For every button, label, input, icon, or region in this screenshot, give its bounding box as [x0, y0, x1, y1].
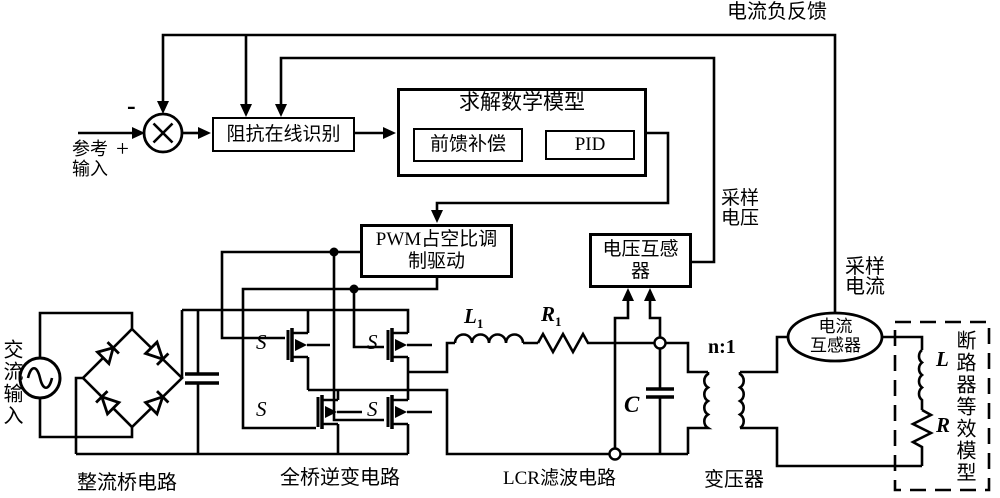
- ac-input-label: 交流输入: [0, 339, 22, 427]
- breaker-model-label: 断路器等效模型: [953, 330, 975, 484]
- impedance-identification-block: 阻抗在线识别: [212, 117, 355, 152]
- plus-sign: +: [116, 136, 129, 161]
- mosfet-s4: [386, 372, 432, 454]
- pid-block: PID: [545, 130, 635, 160]
- current-transformer-label: 电流 互感器: [810, 317, 861, 355]
- junction-dots: [329, 247, 359, 294]
- switch-s3-label: S: [256, 397, 267, 421]
- transformer-caption: 变压器: [704, 469, 764, 491]
- mosfet-s2: [386, 328, 432, 372]
- current-feedback-label: 电流负反馈: [727, 1, 827, 23]
- summing-junction: [142, 112, 184, 154]
- switch-s1-label: S: [256, 330, 267, 354]
- bridge-diodes: [94, 339, 170, 417]
- mosfet-s1: [286, 310, 330, 390]
- terminal-bottom: [608, 447, 622, 461]
- sampling-current-label: 采样 电流: [845, 256, 885, 298]
- switch-s4-label: S: [367, 397, 378, 421]
- pwm-drive-block: PWM占空比调 制驱动: [360, 224, 513, 278]
- voltage-transformer-block: 电压互感 器: [589, 233, 692, 288]
- load-inductor-label: L: [936, 347, 949, 371]
- current-transformer-ellipse: [786, 311, 884, 363]
- inverter-caption: 全桥逆变电路: [280, 467, 400, 489]
- arrowheads: [132, 101, 656, 301]
- control-wires: [78, 33, 837, 430]
- sampling-voltage-label: 采样 电压: [721, 188, 760, 229]
- rectifier-wires: [38, 308, 410, 456]
- turns-ratio-label: n:1: [708, 336, 736, 358]
- switch-s2-label: S: [367, 330, 378, 354]
- lcr-caption: LCR滤波电路: [503, 468, 616, 489]
- l1-label: L1: [464, 304, 484, 332]
- rectifier-caption: 整流桥电路: [77, 472, 177, 494]
- reference-input-label: 参考 输入: [72, 139, 108, 179]
- mosfet-s3: [316, 390, 362, 454]
- load-resistor-label: R: [936, 413, 951, 437]
- feedforward-block: 前馈补偿: [413, 128, 523, 162]
- ac-source-icon: [18, 356, 62, 400]
- r1-label: R1: [541, 302, 562, 330]
- capacitor-label: C: [624, 392, 640, 417]
- terminal-top: [653, 336, 667, 350]
- math-model-title: 求解数学模型: [459, 90, 585, 114]
- minus-sign: -: [127, 91, 136, 120]
- breaker-model-dashed-box: [893, 320, 991, 492]
